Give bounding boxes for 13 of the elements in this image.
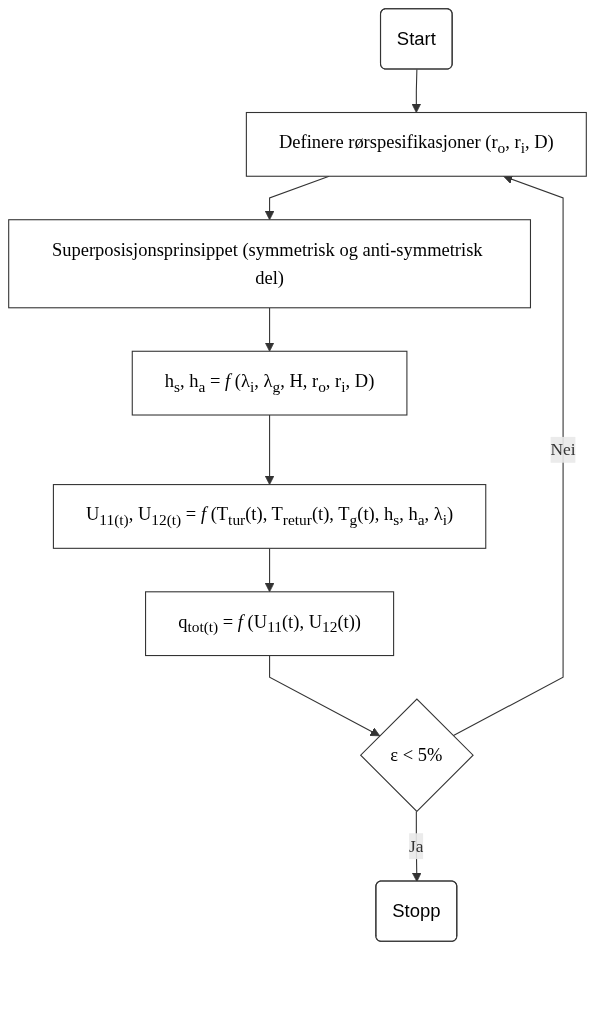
arrow bbox=[411, 69, 422, 113]
arrow bbox=[264, 414, 275, 485]
edge-label: Ja bbox=[409, 836, 424, 855]
edge-label: Nei bbox=[550, 440, 576, 459]
node-box: Definere rørspesifikasjoner (r$_{o}$, r$_{i}$, D) bbox=[245, 111, 587, 177]
arrow bbox=[264, 307, 275, 352]
node-box: h$_{s}$, h$_{a}$ = f (λ$_{i}$, λ$_{g}$, H, r$_{o}$, r$_{i}$, D) bbox=[131, 350, 408, 416]
node-box: U$_{11(t)}$, U$_{12(t)}$ = f (T$_{tur}$(t), T$_{retur}$(t), T$_{g}$(t), h$_{s}$, h$_{a}$, λ$_{i}$) bbox=[52, 484, 487, 549]
node-box: Superposisjonsprinsippet (symmetrisk og anti-symmetrisk del) bbox=[8, 219, 531, 309]
node-diamond: ε < 5% bbox=[359, 698, 474, 813]
node-box: q$_{tot(t)}$ = f (U$_{11}$(t), U$_{12}$(t)) bbox=[145, 591, 395, 657]
arrow bbox=[269, 655, 381, 737]
arrow bbox=[264, 547, 275, 593]
